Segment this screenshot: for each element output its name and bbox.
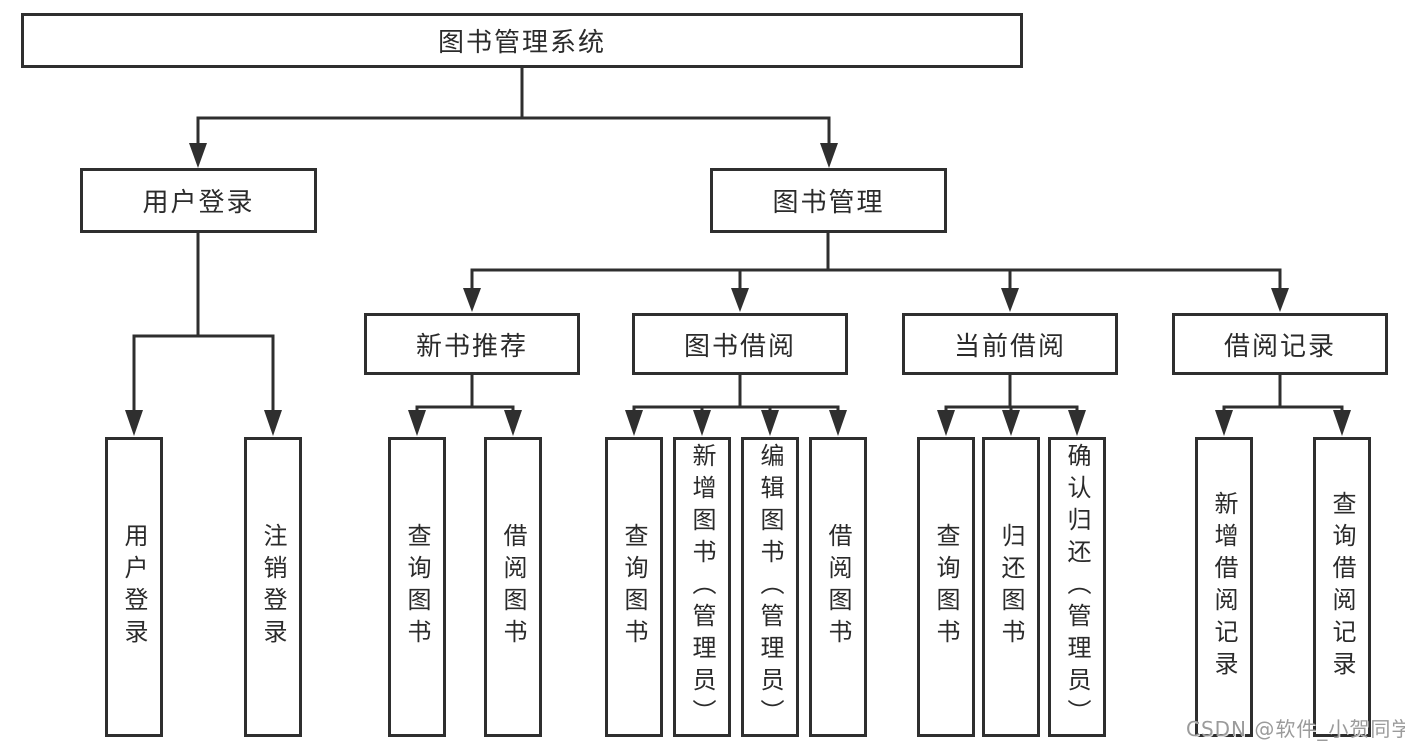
node-current-borrowing: 当前借阅 xyxy=(902,313,1118,375)
node-user-login: 用户登录 xyxy=(80,168,317,233)
node-label: 查询图书 xyxy=(932,523,960,651)
node-label: 归还图书 xyxy=(997,523,1025,651)
node-label: 图书借阅 xyxy=(683,331,796,362)
node-book-borrowing: 图书借阅 xyxy=(632,313,848,375)
leaf-edit-book-admin: 编辑图书（管理员） xyxy=(741,437,799,737)
node-book-management: 图书管理 xyxy=(710,168,947,233)
watermark-text: CSDN @软件_小贺同学 xyxy=(1186,717,1405,741)
leaf-borrow-books-recommend: 借阅图书 xyxy=(484,437,542,737)
node-label: 新增借阅记录 xyxy=(1210,491,1238,683)
node-label: 查询图书 xyxy=(620,523,648,651)
node-label: 确认归还（管理员） xyxy=(1063,443,1091,731)
leaf-return-books: 归还图书 xyxy=(982,437,1040,737)
leaf-add-book-admin: 新增图书（管理员） xyxy=(673,437,731,737)
node-label: 查询借阅记录 xyxy=(1328,491,1356,683)
node-label: 当前借阅 xyxy=(953,331,1066,362)
node-label: 编辑图书（管理员） xyxy=(756,443,784,731)
node-label: 注销登录 xyxy=(259,523,287,651)
leaf-user-login: 用户登录 xyxy=(105,437,163,737)
node-label: 查询图书 xyxy=(403,523,431,651)
node-label: 用户登录 xyxy=(120,523,148,651)
node-new-book-recommendation: 新书推荐 xyxy=(364,313,580,375)
node-label: 借阅图书 xyxy=(824,523,852,651)
leaf-confirm-return-admin: 确认归还（管理员） xyxy=(1048,437,1106,737)
node-label: 借阅记录 xyxy=(1223,331,1336,362)
leaf-borrow-books: 借阅图书 xyxy=(809,437,867,737)
leaf-query-books-recommend: 查询图书 xyxy=(388,437,446,737)
leaf-query-books-borrowing: 查询图书 xyxy=(605,437,663,737)
leaf-logout-login: 注销登录 xyxy=(244,437,302,737)
node-borrowing-records: 借阅记录 xyxy=(1172,313,1388,375)
node-label: 图书管理 xyxy=(772,188,885,218)
node-label: 借阅图书 xyxy=(499,523,527,651)
node-label: 图书管理系统 xyxy=(437,28,606,58)
leaf-add-borrow-record: 新增借阅记录 xyxy=(1195,437,1253,737)
node-library-management-system: 图书管理系统 xyxy=(21,13,1023,68)
node-label: 用户登录 xyxy=(142,188,255,218)
leaf-query-books-current: 查询图书 xyxy=(917,437,975,737)
node-label: 新书推荐 xyxy=(415,331,528,362)
node-label: 新增图书（管理员） xyxy=(688,443,716,731)
leaf-query-borrow-record: 查询借阅记录 xyxy=(1313,437,1371,737)
